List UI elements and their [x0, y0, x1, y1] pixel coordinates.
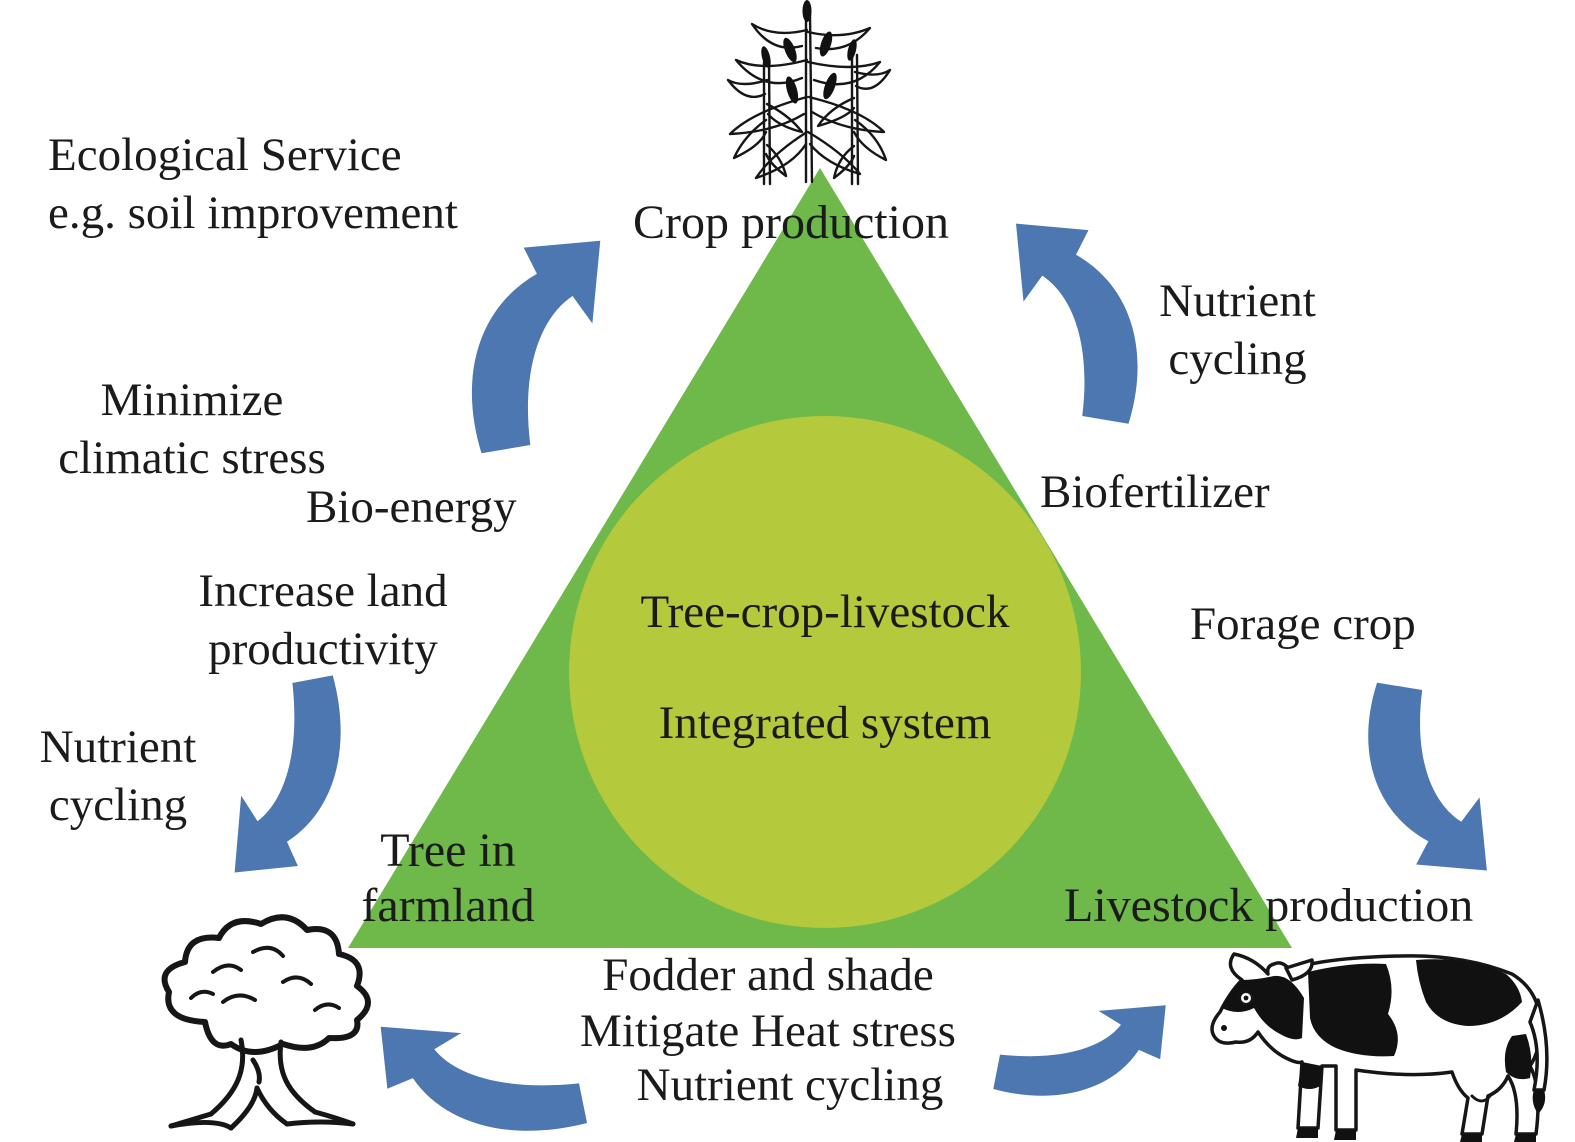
tree-icon	[161, 914, 371, 1131]
center-circle	[569, 416, 1081, 928]
arrow-crop-to-livestock-icon	[1368, 682, 1487, 871]
label-increase-land-productivity: Increase land productivity	[198, 565, 448, 675]
label-ecological-service: Ecological Service e.g. soil improvement	[48, 129, 458, 239]
label-biofertilizer: Biofertilizer	[1040, 466, 1270, 518]
arrow-tree-to-livestock-icon	[993, 1005, 1166, 1096]
arrow-livestock-to-crop-icon	[1016, 223, 1138, 424]
label-fodder-and-shade: Fodder and shade Mitigate Heat stress	[580, 949, 956, 1057]
corn-plants-icon	[726, 0, 892, 186]
label-bio-energy: Bio-energy	[306, 481, 517, 533]
label-minimize-climatic-stress: Minimize climatic stress	[58, 374, 326, 484]
cow-icon	[1210, 952, 1549, 1142]
label-forage-crop: Forage crop	[1190, 598, 1416, 650]
center-text-line2: Integrated system	[658, 697, 992, 749]
label-nutrient-cycling-right: Nutrient cycling	[1159, 275, 1316, 385]
node-tree-in-farmland: Tree in farmland	[361, 824, 535, 932]
label-nutrient-cycling-bottom: Nutrient cycling	[636, 1059, 944, 1111]
arrow-crop-to-tree-icon	[234, 675, 341, 873]
node-crop-production: Crop production	[633, 196, 949, 249]
arrow-tree-to-crop-icon	[471, 240, 601, 454]
node-livestock-production: Livestock production	[1064, 879, 1474, 932]
label-nutrient-cycling-left: Nutrient cycling	[39, 721, 197, 831]
center-text-line1: Tree-crop-livestock	[640, 586, 1010, 638]
